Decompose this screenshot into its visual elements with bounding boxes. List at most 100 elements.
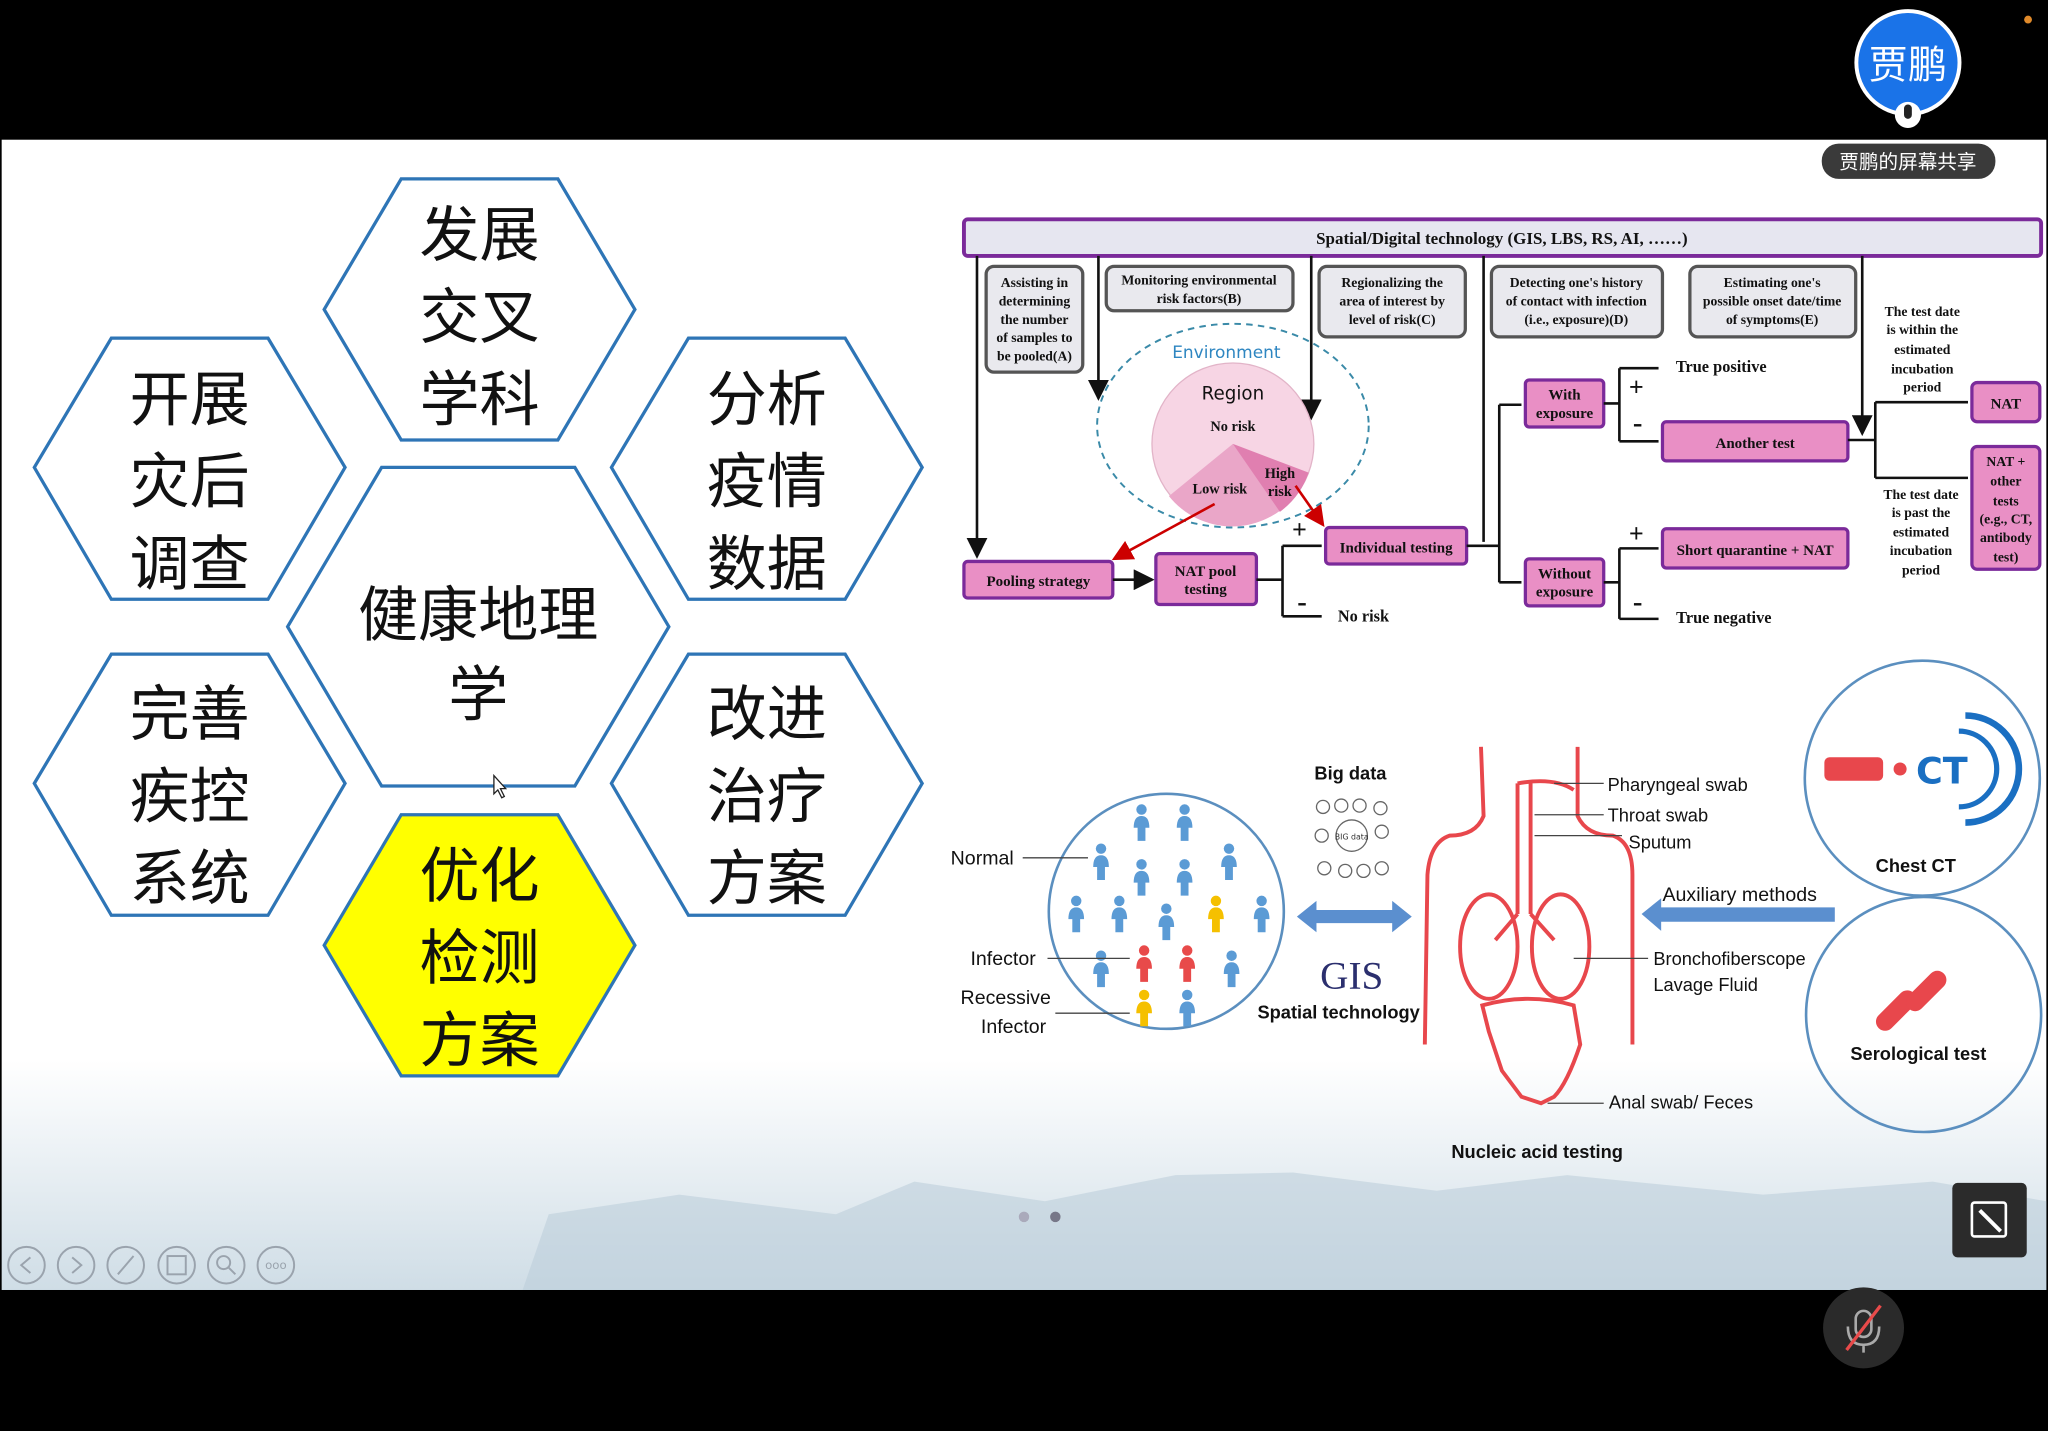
box-short-quarantine-nat: Short quarantine + NAT xyxy=(1660,527,1850,570)
slide-toolbar: ooo xyxy=(7,1245,296,1285)
box-pooling-strategy: Pooling strategy xyxy=(962,559,1115,600)
svg-text:+: + xyxy=(1629,519,1644,548)
svg-text:Low risk: Low risk xyxy=(1193,482,1248,498)
svg-text:Spatial/Digital technology (G: Spatial/Digital technology (GIS, LBS, RS… xyxy=(1316,229,1687,248)
svg-text:+: + xyxy=(1292,515,1307,544)
svg-text:分析: 分析 xyxy=(707,365,827,435)
person-icon xyxy=(1133,859,1150,896)
svg-text:Anal swab/ Feces: Anal swab/ Feces xyxy=(1609,1092,1753,1113)
status-dot xyxy=(2024,15,2032,24)
svg-text:方案: 方案 xyxy=(419,1006,539,1076)
svg-text:改进: 改进 xyxy=(707,680,827,750)
svg-text:疾控: 疾控 xyxy=(130,762,250,832)
zoom-button[interactable] xyxy=(206,1245,246,1285)
person-icon xyxy=(1136,989,1152,1027)
svg-text:NAT: NAT xyxy=(1991,397,2022,413)
big-data-icon: BIG data xyxy=(1314,798,1389,879)
svg-text:Individual testing: Individual testing xyxy=(1340,540,1453,556)
svg-text:发展: 发展 xyxy=(419,201,539,271)
svg-text:检测: 检测 xyxy=(419,924,539,994)
svg-text:Serological test: Serological test xyxy=(1850,1043,1986,1064)
svg-text:-: - xyxy=(1297,586,1307,618)
top-bar xyxy=(0,0,2048,140)
person-icon xyxy=(1253,895,1270,933)
svg-text:交叉: 交叉 xyxy=(419,283,539,353)
svg-text:Big data: Big data xyxy=(1314,762,1387,783)
box-another-test: Another test xyxy=(1660,420,1850,463)
share-label: 贾鹏的屏幕共享 xyxy=(1839,150,1976,173)
edit-annotate-button[interactable] xyxy=(1952,1182,2027,1258)
slide-background-landscape xyxy=(522,1172,2047,1290)
svg-text:Chest CT: Chest CT xyxy=(1876,855,1956,876)
person-icon xyxy=(1111,895,1128,933)
serological-circle xyxy=(1804,895,2043,1134)
svg-text:Sputum: Sputum xyxy=(1629,832,1692,853)
person-icon xyxy=(1136,945,1152,982)
svg-text:Normal: Normal xyxy=(951,847,1014,869)
human-body-outline-icon xyxy=(1422,746,1635,1106)
svg-text:Auxiliary methods: Auxiliary methods xyxy=(1662,884,1817,906)
slides-grid-button[interactable] xyxy=(157,1245,196,1285)
person-icon xyxy=(1158,903,1175,941)
svg-text:True positive: True positive xyxy=(1676,357,1767,376)
previous-slide-button[interactable] xyxy=(7,1245,46,1285)
people-icons xyxy=(1068,804,1270,1027)
environment-diagram: Environment Region No risk Low risk High… xyxy=(1096,322,1370,561)
share-label-bg xyxy=(1821,143,1996,179)
page-dot[interactable] xyxy=(1050,1211,1061,1223)
svg-text:数据: 数据 xyxy=(707,530,827,600)
svg-text:学科: 学科 xyxy=(419,365,539,435)
ct-scanner-icon: CT xyxy=(1824,712,2023,826)
mute-microphone-button[interactable] xyxy=(1823,1287,1905,1369)
more-options-button[interactable]: ooo xyxy=(256,1245,296,1285)
svg-text:方案: 方案 xyxy=(707,845,827,915)
person-icon xyxy=(1068,895,1085,933)
person-icon xyxy=(1176,804,1193,841)
svg-text:学: 学 xyxy=(448,661,508,731)
svg-text:Throat swab: Throat swab xyxy=(1608,804,1709,825)
box-individual-testing: Individual testing xyxy=(1323,525,1469,566)
svg-text:Pooling strategy: Pooling strategy xyxy=(986,574,1090,590)
person-icon xyxy=(1093,843,1109,881)
gis-logo: GIS xyxy=(1320,954,1383,997)
mouse-cursor-icon xyxy=(493,773,508,799)
presenter-avatar[interactable]: 贾鹏 xyxy=(1854,9,1962,128)
person-icon xyxy=(1208,895,1224,933)
svg-text:灾后: 灾后 xyxy=(130,448,250,518)
person-icon xyxy=(1179,989,1196,1027)
flowchart-header xyxy=(961,217,2044,258)
test-tubes-icon xyxy=(1875,970,1947,1031)
person-icon xyxy=(1176,859,1193,896)
svg-text:开展: 开展 xyxy=(130,365,250,435)
svg-text:完善: 完善 xyxy=(130,680,250,750)
svg-text:Infector: Infector xyxy=(970,948,1036,970)
pen-tool-button[interactable] xyxy=(106,1245,145,1285)
next-slide-button[interactable] xyxy=(56,1245,96,1285)
svg-text:Spatial technology: Spatial technology xyxy=(1257,1001,1420,1022)
page-dot[interactable] xyxy=(1018,1211,1030,1223)
svg-text:健康地理: 健康地理 xyxy=(358,581,598,651)
